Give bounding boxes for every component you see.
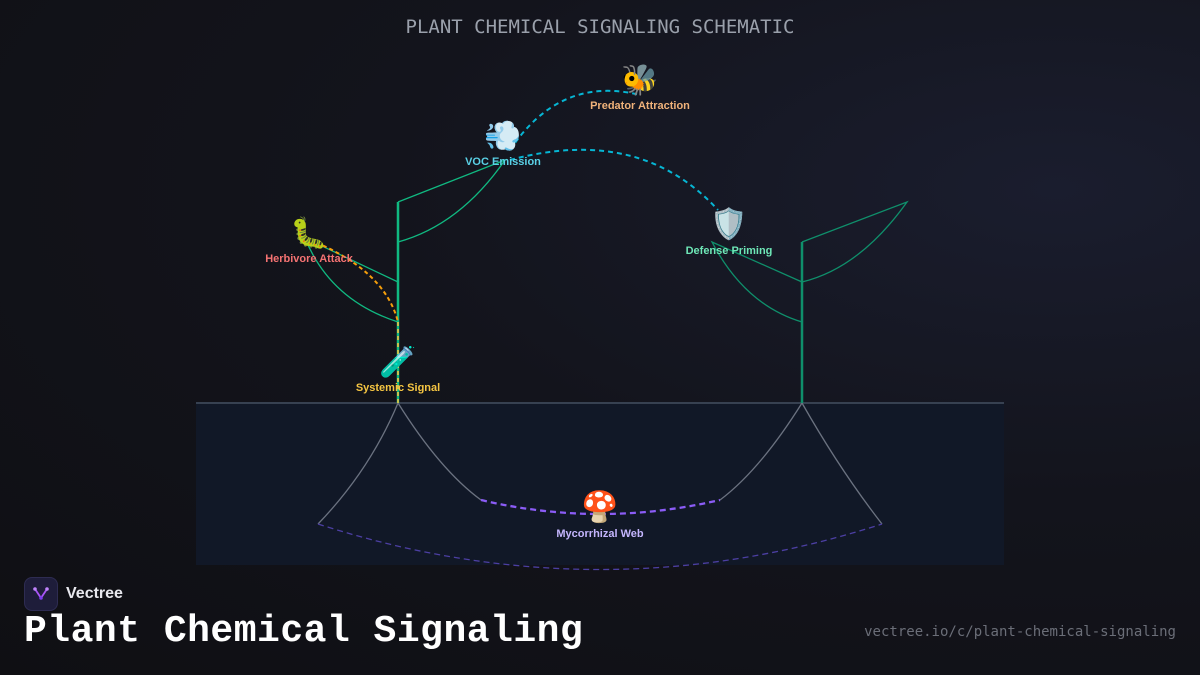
left-plant <box>303 158 507 403</box>
right-lower-leaf <box>710 240 803 323</box>
bee-icon: 🐝 <box>621 63 658 98</box>
mycorrhizal-label: Mycorrhizal Web <box>556 528 643 540</box>
herbivore-signal-path <box>309 239 399 323</box>
predator-attraction-path <box>509 89 641 151</box>
roots <box>317 402 883 525</box>
herbivore-node: 🐛 Herbivore Attack <box>265 215 354 265</box>
airborne-priming-path <box>509 148 719 211</box>
mycorrhizal-link <box>480 498 721 516</box>
right-plant <box>710 200 909 403</box>
mycorrhizal-outer-link <box>317 523 883 571</box>
root-left-outer <box>317 402 399 525</box>
left-upper-leaf <box>397 158 507 243</box>
brand-name: Vectree <box>66 585 123 602</box>
root-right-outer <box>801 402 883 525</box>
systemic-label: Systemic Signal <box>356 382 440 394</box>
defense-label: Defense Priming <box>686 245 773 257</box>
diagram-title: PLANT CHEMICAL SIGNALING SCHEMATIC <box>406 16 795 38</box>
vectree-logo-icon <box>24 577 58 611</box>
systemic-node: 🧪 Systemic Signal <box>356 345 440 394</box>
voc-label: VOC Emission <box>465 156 541 168</box>
right-upper-leaf <box>801 200 909 283</box>
left-lower-leaf <box>303 236 399 323</box>
soil-region <box>196 403 1004 565</box>
predator-label: Predator Attraction <box>590 100 690 112</box>
voc-node: 💨 VOC Emission <box>465 119 541 168</box>
brand: Vectree <box>24 577 123 611</box>
predator-node: 🐝 Predator Attraction <box>590 63 690 112</box>
root-left-inner <box>397 402 482 501</box>
root-right-inner <box>719 402 803 501</box>
source-url[interactable]: vectree.io/c/plant-chemical-signaling <box>864 624 1176 640</box>
wind-icon: 💨 <box>484 119 521 154</box>
caterpillar-icon: 🐛 <box>290 215 327 251</box>
mycorrhizal-node: 🍄 Mycorrhizal Web <box>556 489 643 540</box>
herbivore-label: Herbivore Attack <box>265 253 354 265</box>
defense-node: 🛡️ Defense Priming <box>686 206 773 257</box>
page-title: Plant Chemical Signaling <box>24 610 584 653</box>
test-tube-icon: 🧪 <box>379 345 416 380</box>
shield-icon: 🛡️ <box>710 206 747 242</box>
mushroom-icon: 🍄 <box>581 489 618 525</box>
